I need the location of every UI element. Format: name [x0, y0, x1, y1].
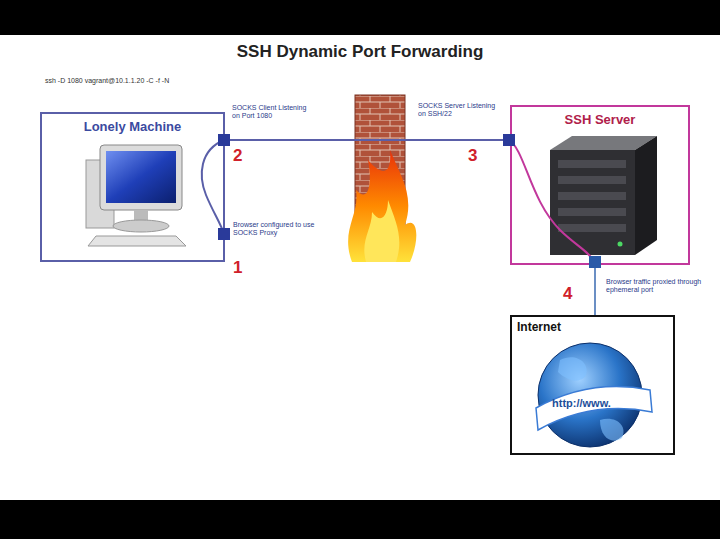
top-band	[0, 0, 720, 35]
monitor-stand	[134, 210, 148, 222]
drive-bay	[558, 224, 626, 232]
monitor-screen	[106, 151, 176, 203]
callout-number: 4	[563, 284, 583, 304]
box-title: Lonely Machine	[46, 120, 219, 135]
port-square	[503, 134, 515, 146]
machine-box: Internet	[510, 315, 675, 455]
drive-bay	[558, 192, 626, 200]
brick-wall	[355, 95, 405, 260]
monitor-base	[113, 220, 169, 232]
status-light	[618, 242, 623, 247]
diagram-title: SSH Dynamic Port Forwarding	[0, 42, 720, 62]
machine-box: Lonely Machine	[40, 112, 225, 262]
server-front	[550, 150, 635, 255]
port-square	[589, 256, 601, 268]
globe-text: http://www.	[552, 397, 642, 410]
box-title: Internet	[517, 321, 668, 335]
machine-box: SSH Server	[510, 105, 690, 265]
globe-band	[536, 387, 652, 430]
computer-icon	[86, 145, 186, 246]
port-note: SOCKS Server Listening on SSH/22	[418, 102, 500, 118]
monitor-bezel	[100, 145, 182, 210]
server-top	[550, 136, 657, 150]
drive-bay	[558, 160, 626, 168]
flame-core	[364, 200, 399, 262]
internal-wire	[202, 140, 224, 234]
drive-bay	[558, 176, 626, 184]
globe-icon	[536, 343, 652, 447]
connector-line	[594, 265, 596, 315]
globe	[538, 343, 642, 447]
flame	[348, 150, 416, 262]
port-square	[218, 228, 230, 240]
box-title: SSH Server	[516, 113, 684, 128]
command-text: ssh -D 1080 vagrant@10.1.1.20 -C -f -N	[45, 77, 265, 85]
drive-bay	[558, 208, 626, 216]
port-square	[218, 134, 230, 146]
connector-line	[225, 139, 510, 141]
firewall-icon	[348, 95, 416, 262]
globe-land	[558, 357, 587, 380]
port-note: SOCKS Client Listening on Port 1080	[232, 104, 314, 120]
callout-number: 3	[468, 146, 488, 166]
bottom-band	[0, 500, 720, 539]
callout-number: 1	[233, 258, 253, 278]
internal-wire	[509, 140, 594, 262]
port-note: Browser traffic proxied through ephemera…	[606, 278, 716, 294]
tower-case	[86, 160, 114, 228]
port-note: Browser configured to use SOCKS Proxy	[233, 221, 315, 237]
callout-number: 2	[233, 146, 253, 166]
keyboard	[88, 236, 186, 246]
server-icon	[550, 136, 657, 255]
globe-land	[600, 419, 623, 441]
server-side	[635, 136, 657, 255]
